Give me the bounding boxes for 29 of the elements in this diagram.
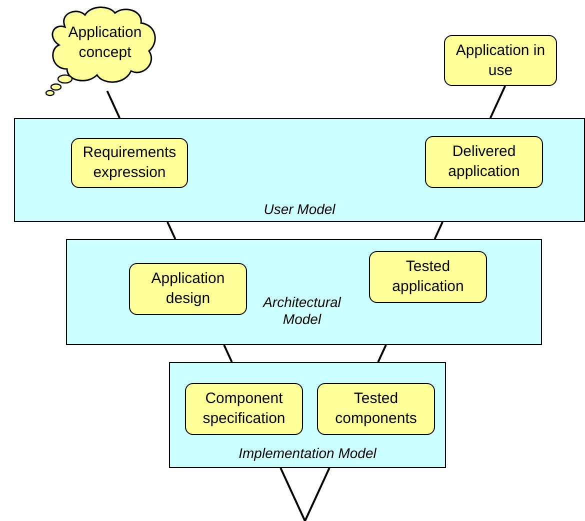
- stage-box: [317, 383, 435, 435]
- stage-text: Component specification: [202, 389, 286, 429]
- stage-box: [369, 251, 487, 303]
- stage-box: [71, 138, 188, 188]
- cloud-text: Application concept: [67, 23, 143, 63]
- connector-line: [377, 344, 387, 362]
- connector-line: [280, 468, 306, 521]
- model-label: Implementation Model: [238, 445, 378, 462]
- model-panel: [169, 362, 446, 468]
- stage-box: [425, 136, 543, 188]
- connector-line: [223, 344, 233, 362]
- stage-text: Tested components: [334, 389, 418, 429]
- stage-text: Application in use: [454, 40, 546, 80]
- stage-box: [444, 35, 557, 86]
- stage-text: Requirements expression: [82, 143, 178, 183]
- connector-line: [106, 90, 121, 118]
- connector-line: [304, 468, 330, 521]
- connector-line: [489, 86, 506, 118]
- stage-box: [185, 383, 303, 435]
- model-label: User Model: [262, 201, 336, 218]
- connector-line: [166, 222, 176, 240]
- model-label: Architectural Model: [262, 294, 342, 328]
- connector-line: [434, 222, 444, 240]
- stage-text: Tested application: [391, 257, 465, 297]
- stage-text: Application design: [150, 269, 226, 309]
- stage-box: [129, 263, 247, 315]
- model-panel: [14, 118, 585, 222]
- model-panel: [66, 239, 542, 345]
- stage-text: Delivered application: [447, 142, 521, 182]
